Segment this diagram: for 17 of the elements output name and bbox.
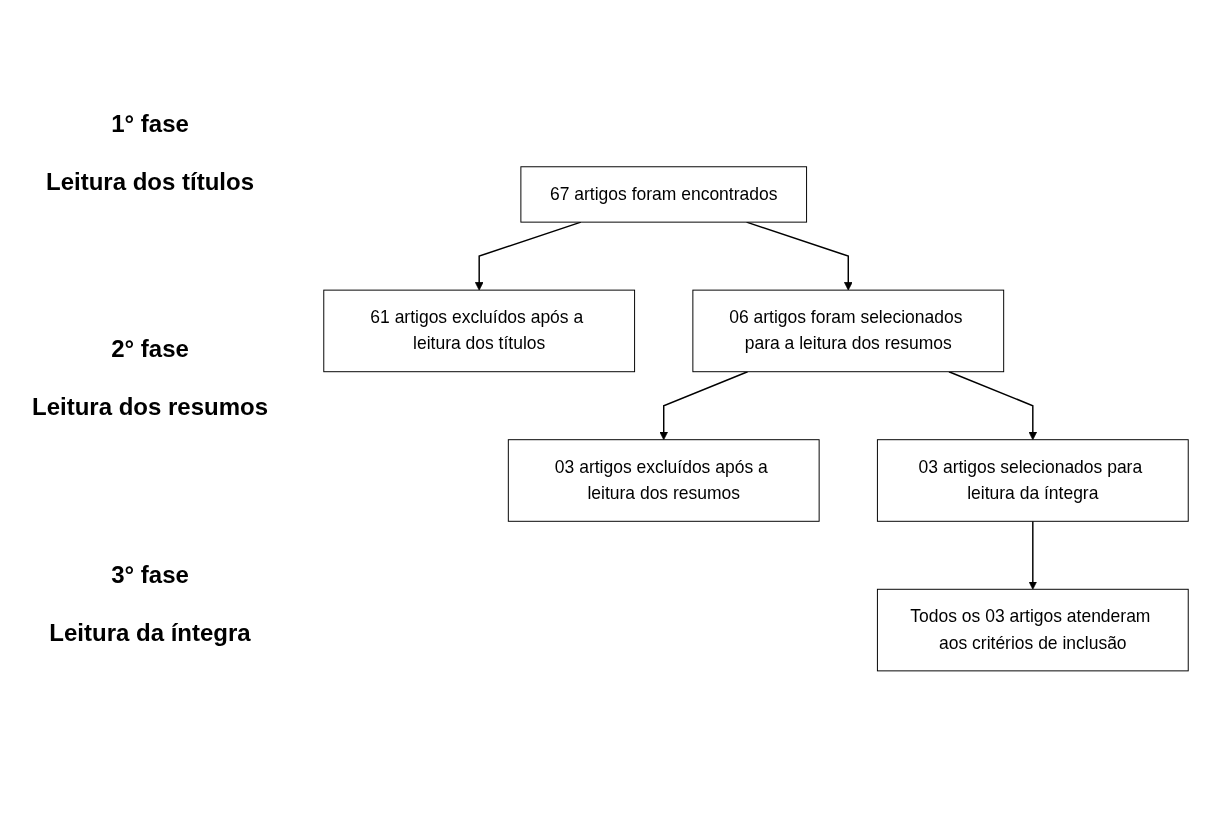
arrow bbox=[745, 221, 853, 291]
node-box: 03 artigos selecionados para leitura da íntegra bbox=[876, 438, 1189, 522]
node-box: 61 artigos excluídos após a leitura dos títulos bbox=[323, 289, 636, 372]
phase-label: 2° fase bbox=[111, 335, 189, 364]
node-box: 67 artigos foram encontrados bbox=[520, 165, 808, 223]
phase-description: Leitura dos títulos bbox=[46, 167, 254, 196]
arrow bbox=[1028, 520, 1038, 590]
node-box: Todos os 03 artigos atenderam aos critérios de inclusão bbox=[876, 588, 1189, 672]
phase-description: Leitura da íntegra bbox=[49, 619, 251, 648]
phase-label: 1° fase bbox=[111, 109, 189, 138]
arrow bbox=[948, 370, 1038, 440]
arrow bbox=[474, 221, 582, 291]
node-box: 03 artigos excluídos após a leitura dos resumos bbox=[507, 438, 820, 522]
node-box: 06 artigos foram selecionados para a leitura dos resumos bbox=[692, 289, 1005, 372]
phase-label: 3° fase bbox=[111, 561, 189, 590]
phase-description: Leitura dos resumos bbox=[31, 393, 269, 422]
arrow bbox=[659, 370, 749, 440]
